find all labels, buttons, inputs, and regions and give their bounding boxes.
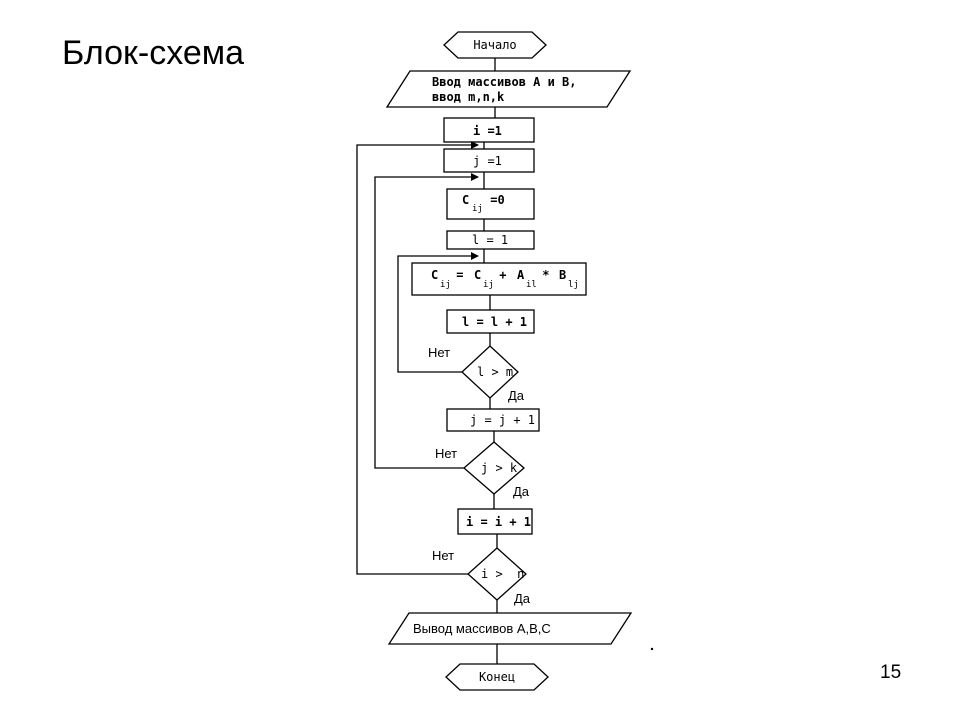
process-l-init: l = 1 [446, 230, 535, 250]
c-init-sub: ij [472, 204, 483, 214]
acc-s3: il [526, 280, 537, 290]
l-inc-label: l = l + 1 [462, 315, 527, 329]
acc-mul: * [535, 268, 557, 282]
stray-dot [650, 647, 654, 651]
acc-s1: ij [440, 280, 451, 290]
loop-j-arrow [374, 173, 479, 469]
decision-i-gt-n: i > n [467, 547, 527, 601]
process-i-init: i =1 [443, 117, 535, 143]
start-terminator: Начало [443, 31, 547, 59]
label-no-l: Нет [428, 345, 450, 360]
end-terminator: Конец [445, 663, 549, 691]
i-init-label: i =1 [473, 124, 502, 138]
process-accumulate: C ij = C ij + A il * B lj [411, 262, 587, 296]
i-inc-label: i = i + 1 [466, 515, 531, 529]
label-no-i: Нет [432, 548, 454, 563]
output-block: Вывод массивов А,В,С [387, 612, 633, 645]
page-number: 15 [880, 662, 902, 683]
input-label-line2: ввод m,n,k [432, 90, 505, 104]
process-j-inc: j = j + 1 [446, 408, 540, 432]
label-yes-l: Да [508, 388, 525, 403]
input-block: Ввод массивов А и В, ввод m,n,k [385, 70, 632, 108]
label-yes-i: Да [514, 591, 531, 606]
label-yes-j: Да [513, 484, 530, 499]
loop-i-arrow [356, 141, 479, 575]
cond-j-label: j > k [481, 461, 518, 475]
j-init-label: j =1 [473, 154, 502, 168]
end-label: Конец [479, 670, 515, 684]
output-label: Вывод массивов А,В,С [413, 621, 551, 636]
acc-eq: = [449, 268, 471, 282]
j-inc-label: j = j + 1 [470, 413, 535, 427]
process-c-init: C ij =0 [446, 188, 535, 220]
loop-l-arrow [397, 252, 479, 373]
c-init-c: C [462, 193, 469, 207]
process-j-init: j =1 [443, 148, 535, 173]
process-i-inc: i = i + 1 [457, 508, 533, 535]
input-label-line1: Ввод массивов А и В, [432, 75, 577, 89]
acc-b: B [559, 268, 566, 282]
acc-c2: C [474, 268, 481, 282]
acc-c1: C [431, 268, 438, 282]
c-init-rest: =0 [483, 193, 505, 207]
cond-l-label: l > m [477, 365, 513, 379]
acc-s4: lj [568, 280, 579, 290]
slide-title: Блок-схема [62, 34, 245, 72]
start-label: Начало [473, 38, 516, 52]
acc-a: A [517, 268, 525, 282]
l-init-label: l = 1 [472, 233, 508, 247]
acc-s2: ij [483, 280, 494, 290]
cond-i-label: i > n [481, 567, 524, 581]
label-no-j: Нет [435, 446, 457, 461]
process-l-inc: l = l + 1 [446, 309, 535, 334]
acc-plus: + [492, 268, 514, 282]
